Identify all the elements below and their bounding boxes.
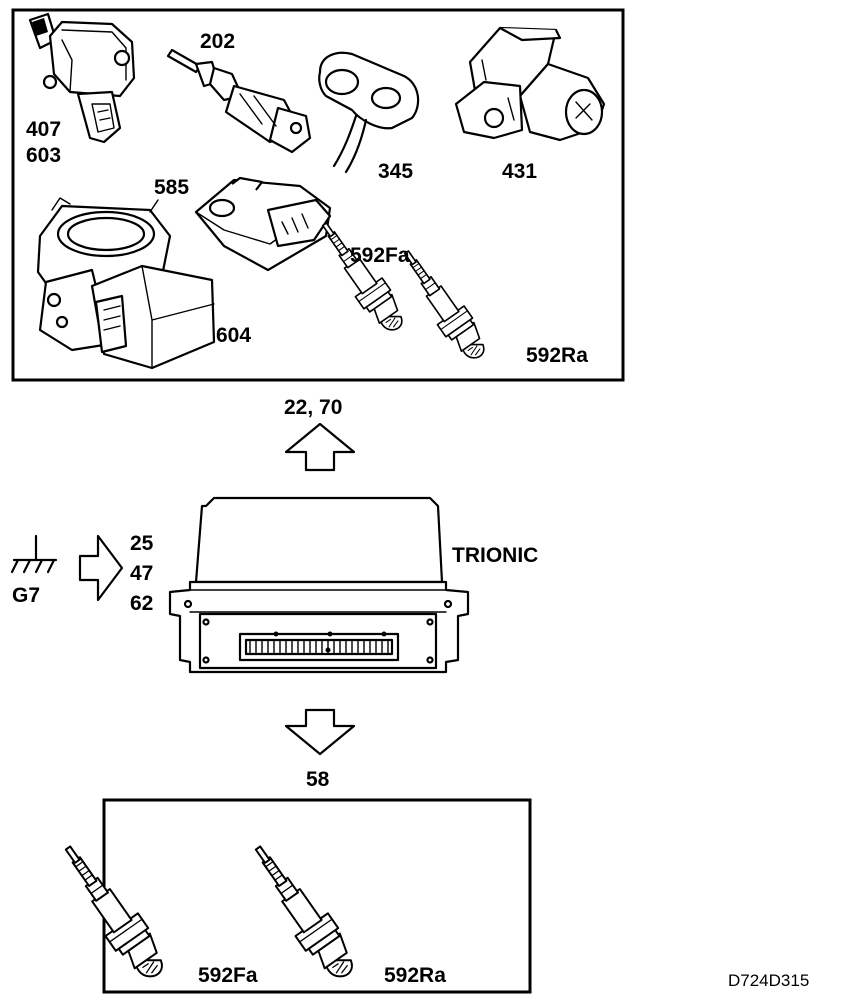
arrow-right-icon bbox=[78, 534, 124, 602]
label-431: 431 bbox=[502, 160, 537, 183]
label-592Ra-bottom: 592Ra bbox=[384, 964, 446, 987]
label-592Fa-top: 592Fa bbox=[350, 244, 410, 267]
label-592Fa-bottom: 592Fa bbox=[198, 964, 258, 987]
label-407: 407 bbox=[26, 118, 61, 141]
output-up-label: 22, 70 bbox=[284, 396, 342, 419]
input-code-25: 25 bbox=[130, 532, 154, 555]
sensor-202-drawing bbox=[166, 48, 312, 154]
sensor-panel-bottom bbox=[102, 798, 532, 994]
sensor-407-603-drawing bbox=[28, 12, 136, 144]
throttle-body-604-drawing bbox=[36, 197, 216, 370]
label-603: 603 bbox=[26, 144, 61, 167]
label-585: 585 bbox=[154, 176, 189, 199]
figure-code: D724D315 bbox=[728, 971, 809, 990]
ecu-label: TRIONIC bbox=[452, 544, 538, 567]
output-down-label: 58 bbox=[306, 768, 330, 791]
sensor-585-drawing bbox=[194, 176, 332, 272]
label-202: 202 bbox=[200, 30, 235, 53]
sensor-panel-top bbox=[11, 8, 625, 382]
sensor-431-drawing bbox=[454, 26, 606, 142]
input-code-47: 47 bbox=[130, 562, 153, 585]
ground-label-g7: G7 bbox=[12, 584, 40, 607]
arrow-up-icon bbox=[284, 422, 356, 472]
trionic-ecu-drawing bbox=[168, 496, 470, 674]
label-604: 604 bbox=[216, 324, 251, 347]
sensor-345-drawing bbox=[318, 51, 420, 174]
input-code-62: 62 bbox=[130, 592, 153, 615]
lambda-sensor-592Fa-bottom-drawing bbox=[50, 835, 163, 978]
lambda-sensor-592Ra-bottom-drawing bbox=[240, 835, 353, 978]
arrow-down-icon bbox=[284, 708, 356, 756]
ground-icon bbox=[10, 534, 58, 574]
label-592Ra-top: 592Ra bbox=[526, 344, 588, 367]
label-345: 345 bbox=[378, 160, 413, 183]
